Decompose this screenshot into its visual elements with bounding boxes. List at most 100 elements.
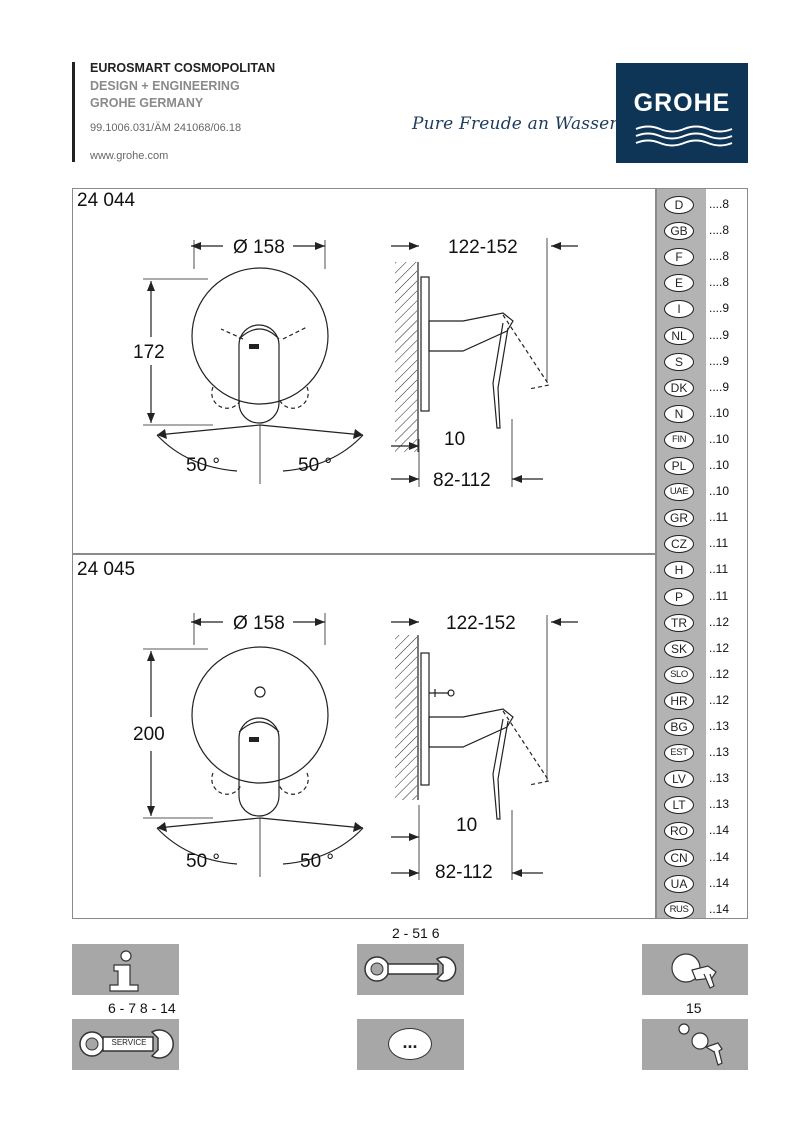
language-row-hr[interactable]: HR ..12 [664, 691, 748, 710]
mount-range-label-2: 82-112 [435, 862, 493, 883]
language-page-ref: ....9 [709, 327, 730, 342]
language-code-badge: I [664, 300, 694, 319]
language-page-ref: ....8 [709, 275, 730, 290]
language-page-ref: ..12 [709, 640, 730, 655]
info-icon-box[interactable] [72, 944, 179, 995]
info-page-ref: 6 - 7 8 - 14 [108, 1000, 176, 1016]
language-row-lt[interactable]: LT..13 [664, 796, 748, 815]
tap-icon-box[interactable] [642, 944, 748, 995]
language-row-tr[interactable]: TR ..12 [664, 613, 748, 632]
language-row-rus[interactable]: RUS..14 [664, 900, 748, 919]
language-code-badge: NL [664, 326, 694, 345]
tools-icon-box[interactable] [357, 944, 464, 995]
more-icon-box[interactable]: ... [357, 1019, 464, 1070]
spare-parts-icon-box[interactable] [642, 1019, 748, 1070]
language-code-badge: E [664, 274, 694, 293]
language-row-e[interactable]: E ....8 [664, 274, 748, 293]
language-row-i[interactable]: I....9 [664, 300, 748, 319]
brand-slogan: Pure Freude an Wasser [412, 114, 618, 134]
language-row-ro[interactable]: RO ..14 [664, 822, 748, 841]
model-number-2: 24 045 [77, 559, 136, 580]
language-row-lv[interactable]: LV ..13 [664, 770, 748, 789]
language-code-badge: PL [664, 457, 694, 475]
diameter-label-1: Ø 158 [233, 237, 285, 258]
offset-label-1: 10 [444, 429, 466, 450]
language-row-h[interactable]: H ..11 [664, 561, 748, 580]
language-page-ref: ..14 [709, 823, 730, 838]
technical-drawing-24044 [143, 238, 578, 487]
language-row-s[interactable]: S ....9 [664, 352, 748, 371]
language-code-badge: EST [664, 744, 694, 763]
language-code-badge: LV [664, 770, 694, 789]
language-row-gr[interactable]: GR ..11 [664, 509, 748, 528]
header-rule [72, 62, 75, 162]
language-row-sk[interactable]: SK..12 [664, 639, 748, 658]
language-row-cn[interactable]: CN..14 [664, 848, 748, 867]
logo-text: GROHE [633, 89, 731, 117]
language-row-gb[interactable]: GB ....8 [664, 222, 748, 241]
water-waves-icon [635, 125, 733, 147]
language-page-ref: ..14 [709, 901, 730, 916]
info-icon [109, 950, 139, 992]
language-page-ref: ....8 [709, 197, 730, 211]
language-row-slo[interactable]: SLO..12 [664, 665, 748, 684]
language-code-badge: GB [664, 222, 694, 241]
language-page-ref: ..10 [709, 405, 730, 420]
language-page-ref: ..10 [709, 431, 730, 446]
language-row-pl[interactable]: PL ..10 [664, 457, 748, 475]
language-code-badge: SLO [664, 665, 694, 684]
language-code-badge: TR [664, 613, 694, 632]
service-wrench-icon [79, 1029, 174, 1059]
language-page-ref: ..11 [709, 510, 729, 525]
language-page-ref: ..11 [709, 562, 729, 577]
language-page-ref: ..12 [709, 692, 730, 707]
language-code-badge: GR [664, 509, 694, 528]
service-icon-box[interactable]: SERVICE [72, 1019, 179, 1070]
language-code-badge: S [664, 352, 694, 371]
indicator-mark [249, 344, 259, 349]
language-page-ref: ..14 [709, 875, 730, 890]
language-row-nl[interactable]: NL ....9 [664, 326, 748, 345]
language-code-badge: UAE [664, 483, 694, 502]
language-page-ref: ..13 [709, 745, 730, 760]
company-line: GROHE GERMANY [90, 96, 204, 110]
mount-range-label-1: 82-112 [433, 470, 491, 491]
language-row-dk[interactable]: DK....9 [664, 378, 748, 397]
language-code-badge: FIN [664, 430, 694, 449]
language-page-ref: ..10 [709, 484, 730, 499]
language-code-badge: HR [664, 691, 694, 710]
technical-drawing-24045 [143, 613, 578, 880]
language-row-uae[interactable]: UAE ..10 [664, 483, 748, 502]
language-code-badge: RO [664, 822, 694, 841]
language-row-est[interactable]: EST ..13 [664, 744, 748, 763]
language-code-badge: H [664, 561, 694, 580]
language-row-bg[interactable]: BG..13 [664, 718, 748, 736]
language-row-p[interactable]: P..11 [664, 587, 748, 606]
language-row-cz[interactable]: CZ ..11 [664, 535, 748, 554]
angle-right-label-2: 50 ° [300, 851, 335, 872]
doc-number: 99.1006.031/ÄM 241068/06.18 [90, 122, 242, 134]
height-label-2: 200 [133, 724, 165, 745]
language-page-ref: ..10 [709, 458, 730, 472]
language-code-badge: CZ [664, 535, 694, 554]
language-code-badge: F [664, 248, 694, 267]
language-code-badge: N [664, 404, 694, 423]
language-code-badge: LT [664, 796, 694, 815]
language-page-ref: ....8 [709, 223, 730, 238]
language-row-d[interactable]: D....8 [664, 196, 748, 214]
language-page-ref: ..13 [709, 771, 730, 786]
language-page-ref: ..12 [709, 614, 730, 629]
depth-range-label-2: 122-152 [446, 613, 516, 634]
language-page-ref: ..11 [709, 536, 729, 551]
angle-left-label-1: 50 ° [186, 455, 221, 476]
language-code-badge: P [664, 587, 694, 606]
language-row-n[interactable]: N ..10 [664, 404, 748, 423]
language-row-ua[interactable]: UA..14 [664, 874, 748, 893]
language-row-fin[interactable]: FIN ..10 [664, 430, 748, 449]
language-page-ref: ....9 [709, 353, 730, 368]
language-row-f[interactable]: F....8 [664, 248, 748, 267]
product-name: EUROSMART COSMOPOLITAN [90, 61, 276, 75]
grohe-logo: GROHE [616, 63, 748, 163]
language-page-ref: ..13 [709, 719, 730, 733]
website-link[interactable]: www.grohe.com [90, 150, 169, 162]
